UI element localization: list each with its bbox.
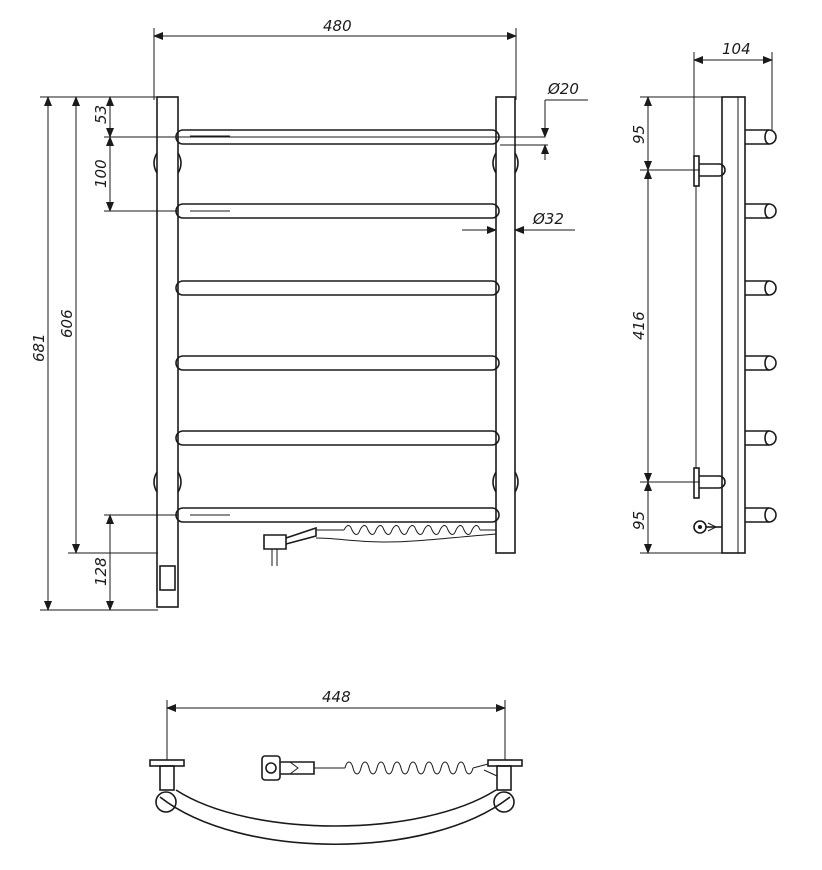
dim-bottom-mount-95: 95 <box>630 481 722 554</box>
bar-diameter-small-label: Ø20 <box>547 80 579 98</box>
bar-pitch-label: 100 <box>92 159 110 188</box>
dim-pitch-100: 100 <box>92 136 178 212</box>
mount-spacing-label: 416 <box>630 311 648 340</box>
bottom-mount-offset-label: 95 <box>630 511 648 530</box>
bar-diameter-large-label: Ø32 <box>532 210 564 228</box>
dim-diameter-32: Ø32 <box>462 210 575 234</box>
curved-rail-inner <box>175 789 497 827</box>
right-post <box>495 96 516 554</box>
dim-top-53: 53 <box>92 96 545 138</box>
bottom-offset-label: 128 <box>92 557 110 586</box>
depth-label: 104 <box>722 40 751 58</box>
center-height-label: 606 <box>58 309 76 338</box>
rung-4 <box>175 355 500 371</box>
side-view: 104 95 416 95 <box>630 40 777 554</box>
heating-cable <box>263 525 497 566</box>
left-post <box>156 96 179 608</box>
top-view-width-label: 448 <box>322 688 351 706</box>
control-box-window <box>159 565 176 591</box>
side-post <box>721 96 746 554</box>
top-view: 448 <box>149 688 523 846</box>
curved-rail-outer <box>159 796 511 846</box>
dim-width-480: 480 <box>153 17 517 100</box>
front-view: 480 681 606 53 100 <box>30 17 588 611</box>
rungs <box>175 129 500 523</box>
side-wall-mounts <box>693 155 726 499</box>
dim-depth-104: 104 <box>693 40 773 160</box>
total-height-label: 681 <box>30 333 48 362</box>
dim-diameter-20: Ø20 <box>500 80 588 160</box>
side-rung-ends <box>745 129 777 523</box>
side-plug <box>693 520 722 534</box>
top-view-cable <box>261 755 489 781</box>
dim-height-681: 681 <box>30 96 158 611</box>
dim-mount-spacing-416: 416 <box>630 169 700 483</box>
dim-bottom-128: 128 <box>92 514 178 611</box>
dim-width-448: 448 <box>166 688 506 760</box>
rung-5 <box>175 430 500 446</box>
top-view-flanges <box>149 759 523 791</box>
front-wall-brackets <box>153 152 519 493</box>
top-offset-label: 53 <box>92 105 110 124</box>
width-label: 480 <box>323 17 352 35</box>
rung-3 <box>175 280 500 296</box>
top-mount-offset-label: 95 <box>630 125 648 144</box>
dim-top-mount-95: 95 <box>630 96 722 171</box>
